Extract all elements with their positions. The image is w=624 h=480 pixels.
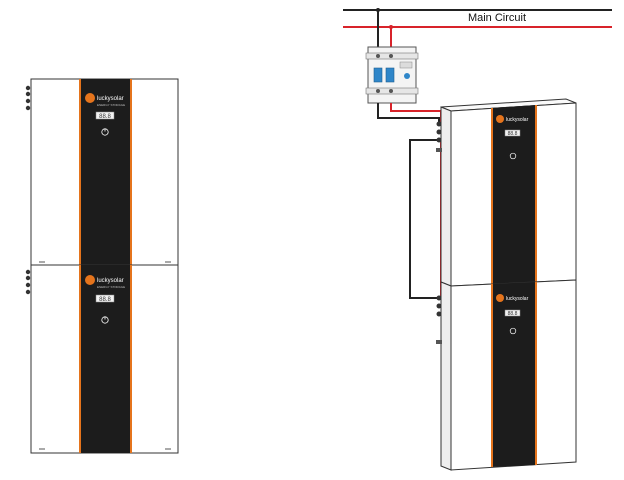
power-button[interactable] bbox=[509, 152, 517, 160]
side-terminals bbox=[436, 295, 442, 344]
lcd-display-value: 88.8 bbox=[99, 297, 111, 303]
main-circuit-label: Main Circuit bbox=[468, 12, 526, 24]
brand-logo-text: luckysolar bbox=[97, 278, 124, 284]
breaker-switch-left[interactable] bbox=[373, 67, 383, 83]
lcd-display-value: 88.8 bbox=[99, 114, 111, 120]
lcd-display: 88.8 bbox=[95, 111, 115, 120]
brand-logo: luckysolar bbox=[496, 115, 529, 123]
brand-logo-text: luckysolar bbox=[506, 117, 529, 123]
brand-logo: luckysolar ENERGY STORAGE bbox=[85, 93, 125, 107]
brand-logo-subtext: ENERGY STORAGE bbox=[97, 285, 125, 289]
lcd-display: 88.8 bbox=[95, 294, 115, 303]
breaker-switch-right[interactable] bbox=[385, 67, 395, 83]
front-module-lower: luckysolar ENERGY STORAGE 88.8 bbox=[25, 264, 179, 454]
persp-module-lower: luckysolar 88.8 bbox=[436, 279, 577, 471]
power-button[interactable] bbox=[101, 128, 109, 136]
persp-module-upper: luckysolar 88.8 bbox=[436, 102, 577, 287]
brand-logo-text: luckysolar bbox=[97, 96, 124, 102]
side-terminals bbox=[25, 85, 31, 111]
brand-logo-subtext: ENERGY STORAGE bbox=[97, 103, 125, 107]
front-view-battery-stack: luckysolar ENERGY STORAGE 88.8 bbox=[25, 78, 179, 454]
lcd-display-value: 88.8 bbox=[508, 311, 518, 317]
lcd-display-value: 88.8 bbox=[508, 131, 518, 137]
brand-logo-text: luckysolar bbox=[506, 296, 529, 302]
circuit-breaker bbox=[365, 46, 419, 104]
main-circuit-bus: Main Circuit bbox=[343, 8, 612, 29]
power-button[interactable] bbox=[509, 327, 517, 335]
breaker-to-battery-wires bbox=[377, 103, 442, 299]
lcd-display: 88.8 bbox=[504, 129, 521, 137]
side-terminals bbox=[436, 121, 442, 152]
breaker-test-button[interactable] bbox=[404, 73, 410, 79]
brand-logo: luckysolar ENERGY STORAGE bbox=[85, 275, 125, 289]
power-button[interactable] bbox=[101, 316, 109, 324]
lcd-display: 88.8 bbox=[504, 309, 521, 317]
side-terminals bbox=[25, 269, 31, 295]
perspective-battery-stack: luckysolar 88.8 bbox=[436, 98, 577, 471]
front-module-upper: luckysolar ENERGY STORAGE 88.8 bbox=[25, 78, 179, 266]
brand-logo: luckysolar bbox=[496, 294, 529, 302]
